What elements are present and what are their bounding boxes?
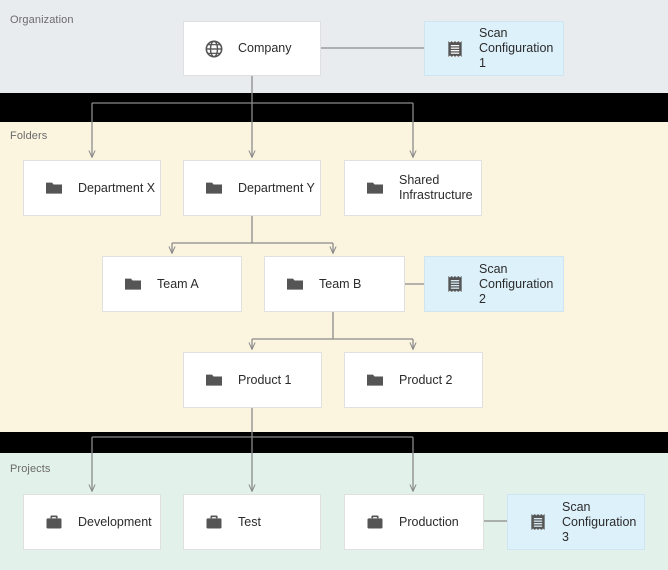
- swimlane-label-folders: Folders: [10, 130, 48, 142]
- swimlane-organization: [0, 0, 668, 93]
- folder-icon: [125, 278, 141, 290]
- node-label-shared-infrastructure: Shared Infrastructure: [399, 173, 473, 202]
- briefcase-icon: [206, 515, 222, 529]
- node-product-1[interactable]: Product 1: [183, 352, 322, 408]
- node-label-scan-config-1: Scan Configuration 1: [479, 26, 554, 70]
- node-department-y[interactable]: Department Y: [183, 160, 321, 216]
- node-label-product-2: Product 2: [399, 372, 453, 387]
- node-label-department-x: Department X: [78, 180, 156, 195]
- folder-icon: [367, 182, 383, 194]
- briefcase-icon: [46, 515, 62, 529]
- node-company[interactable]: Company: [183, 21, 321, 76]
- node-team-b[interactable]: Team B: [264, 256, 405, 312]
- folder-icon: [206, 182, 222, 194]
- folder-icon: [206, 374, 222, 386]
- node-label-development: Development: [78, 514, 152, 529]
- node-department-x[interactable]: Department X: [23, 160, 161, 216]
- swimlane-label-organization: Organization: [10, 14, 74, 26]
- node-label-team-a: Team A: [157, 276, 199, 291]
- node-team-a[interactable]: Team A: [102, 256, 242, 312]
- node-label-production: Production: [399, 514, 459, 529]
- scan-config-icon: [531, 514, 545, 530]
- folder-icon: [46, 182, 62, 194]
- scan-config-icon: [448, 276, 462, 292]
- folder-icon: [367, 374, 383, 386]
- node-shared-infrastructure[interactable]: Shared Infrastructure: [344, 160, 482, 216]
- node-label-company: Company: [238, 41, 292, 55]
- node-label-department-y: Department Y: [238, 180, 315, 195]
- node-label-scan-config-2: Scan Configuration 2: [479, 261, 554, 306]
- node-production[interactable]: Production: [344, 494, 484, 550]
- node-label-scan-config-3: Scan Configuration 3: [562, 499, 637, 544]
- scan-config-icon: [448, 40, 462, 57]
- node-label-test: Test: [238, 514, 261, 529]
- swimlane-label-projects: Projects: [10, 463, 51, 475]
- node-scan-config-1[interactable]: Scan Configuration 1: [424, 21, 564, 76]
- node-label-team-b: Team B: [319, 276, 362, 291]
- node-development[interactable]: Development: [23, 494, 161, 550]
- node-scan-config-3[interactable]: Scan Configuration 3: [507, 494, 645, 550]
- node-test[interactable]: Test: [183, 494, 321, 550]
- node-label-product-1: Product 1: [238, 372, 292, 387]
- globe-icon: [205, 40, 223, 57]
- node-scan-config-2[interactable]: Scan Configuration 2: [424, 256, 564, 312]
- briefcase-icon: [367, 515, 383, 529]
- folder-icon: [287, 278, 303, 290]
- node-product-2[interactable]: Product 2: [344, 352, 483, 408]
